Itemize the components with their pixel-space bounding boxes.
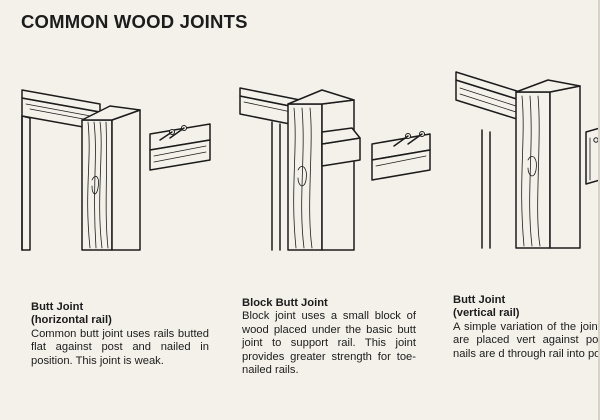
butt-joint-vertical-rail-drawing	[455, 71, 600, 249]
butt-joint-horizontal-rail-drawing	[21, 89, 211, 251]
caption-block-butt-joint: Block Butt Joint Block joint uses a smal…	[242, 297, 416, 377]
caption-heading: Butt Joint	[453, 294, 506, 306]
caption-body: Block joint uses a small block of wood p…	[242, 310, 416, 377]
caption-body: A simple variation of the joint. Rails a…	[453, 320, 600, 360]
caption-body: Common butt joint uses rails butted flat…	[31, 327, 209, 367]
caption-heading: Block Butt Joint	[242, 297, 328, 309]
joint-illustrations: .ln { fill: none; stroke: #1c1c1c; strok…	[21, 71, 600, 251]
block-butt-joint-drawing	[239, 87, 431, 251]
page-edge	[598, 0, 600, 420]
caption-subheading: (horizontal rail)	[31, 314, 112, 327]
caption-butt-joint-horizontal: Butt Joint (horizontal rail) Common butt…	[31, 301, 209, 368]
caption-subheading: (vertical rail)	[453, 307, 520, 320]
caption-heading: Butt Joint	[31, 301, 84, 313]
page-title: COMMON WOOD JOINTS	[21, 11, 248, 32]
caption-butt-joint-vertical: Butt Joint (vertical rail) A simple vari…	[453, 294, 600, 361]
